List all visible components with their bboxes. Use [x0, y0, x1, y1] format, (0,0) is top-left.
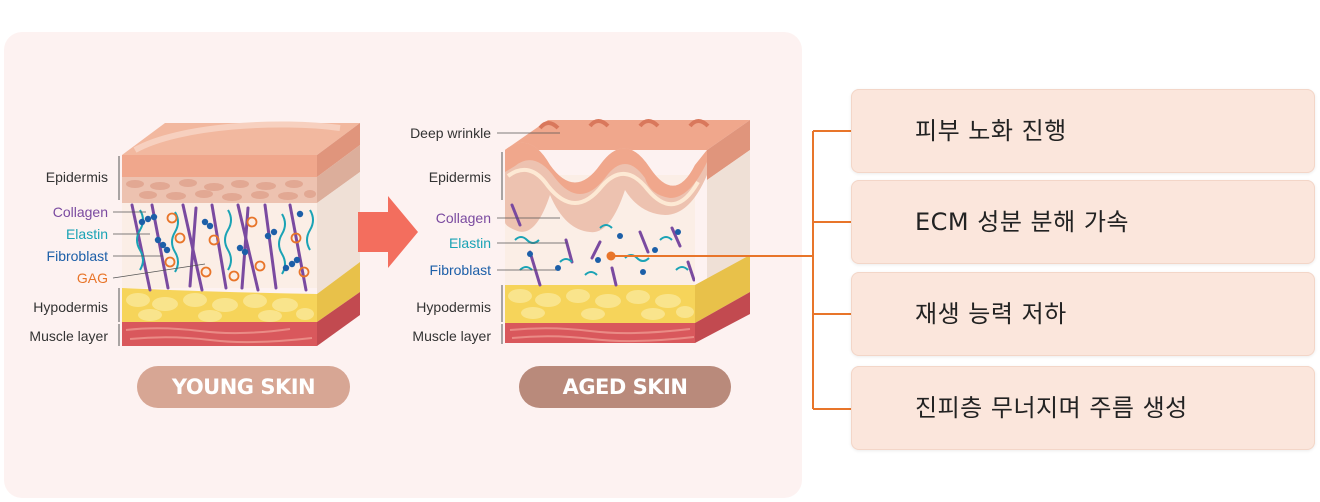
young-label-gag: GAG: [77, 270, 108, 286]
aged-label-elastin: Elastin: [449, 235, 491, 251]
effect-card-wrinkles: 진피층 무너지며 주름 생성: [851, 366, 1315, 450]
young-fibroblast-cells: [138, 210, 304, 272]
young-label-epidermis: Epidermis: [46, 169, 108, 185]
young-skin-caption: YOUNG SKIN: [137, 366, 350, 408]
young-label-elastin: Elastin: [66, 226, 108, 242]
aged-label-fibroblast: Fibroblast: [430, 262, 492, 278]
aged-skin-caption: AGED SKIN: [519, 366, 731, 408]
aged-fibroblast-cells: [527, 229, 681, 275]
effect-card-regeneration: 재생 능력 저하: [851, 272, 1315, 356]
aged-label-deep-wrinkle: Deep wrinkle: [410, 125, 491, 141]
effect-card-aging: 피부 노화 진행: [851, 89, 1315, 173]
aged-label-epidermis: Epidermis: [429, 169, 491, 185]
young-label-collagen: Collagen: [53, 204, 108, 220]
aged-collagen-fibers: [510, 203, 695, 287]
young-label-fibroblast: Fibroblast: [47, 248, 109, 264]
aged-skin-labels: Deep wrinkle Epidermis Collagen Elastin …: [410, 125, 567, 344]
young-skin-block: [122, 121, 360, 346]
aged-label-collagen: Collagen: [436, 210, 491, 226]
aging-arrow-icon: [358, 196, 418, 268]
effect-text: 재생 능력 저하: [915, 300, 1067, 328]
aged-label-hypodermis: Hypodermis: [416, 299, 491, 315]
effect-card-ecm: ECM 성분 분해 가속: [851, 180, 1315, 264]
effect-text: ECM 성분 분해 가속: [915, 208, 1129, 236]
young-label-muscle: Muscle layer: [29, 328, 108, 344]
aged-skin-block: [505, 119, 750, 343]
effect-text: 피부 노화 진행: [915, 117, 1067, 145]
aged-label-muscle: Muscle layer: [412, 328, 491, 344]
effect-text: 진피층 무너지며 주름 생성: [915, 394, 1188, 422]
young-label-hypodermis: Hypodermis: [33, 299, 108, 315]
young-skin-labels: Epidermis Collagen Elastin Fibroblast GA…: [29, 156, 206, 346]
young-gag-molecules: [164, 212, 310, 282]
